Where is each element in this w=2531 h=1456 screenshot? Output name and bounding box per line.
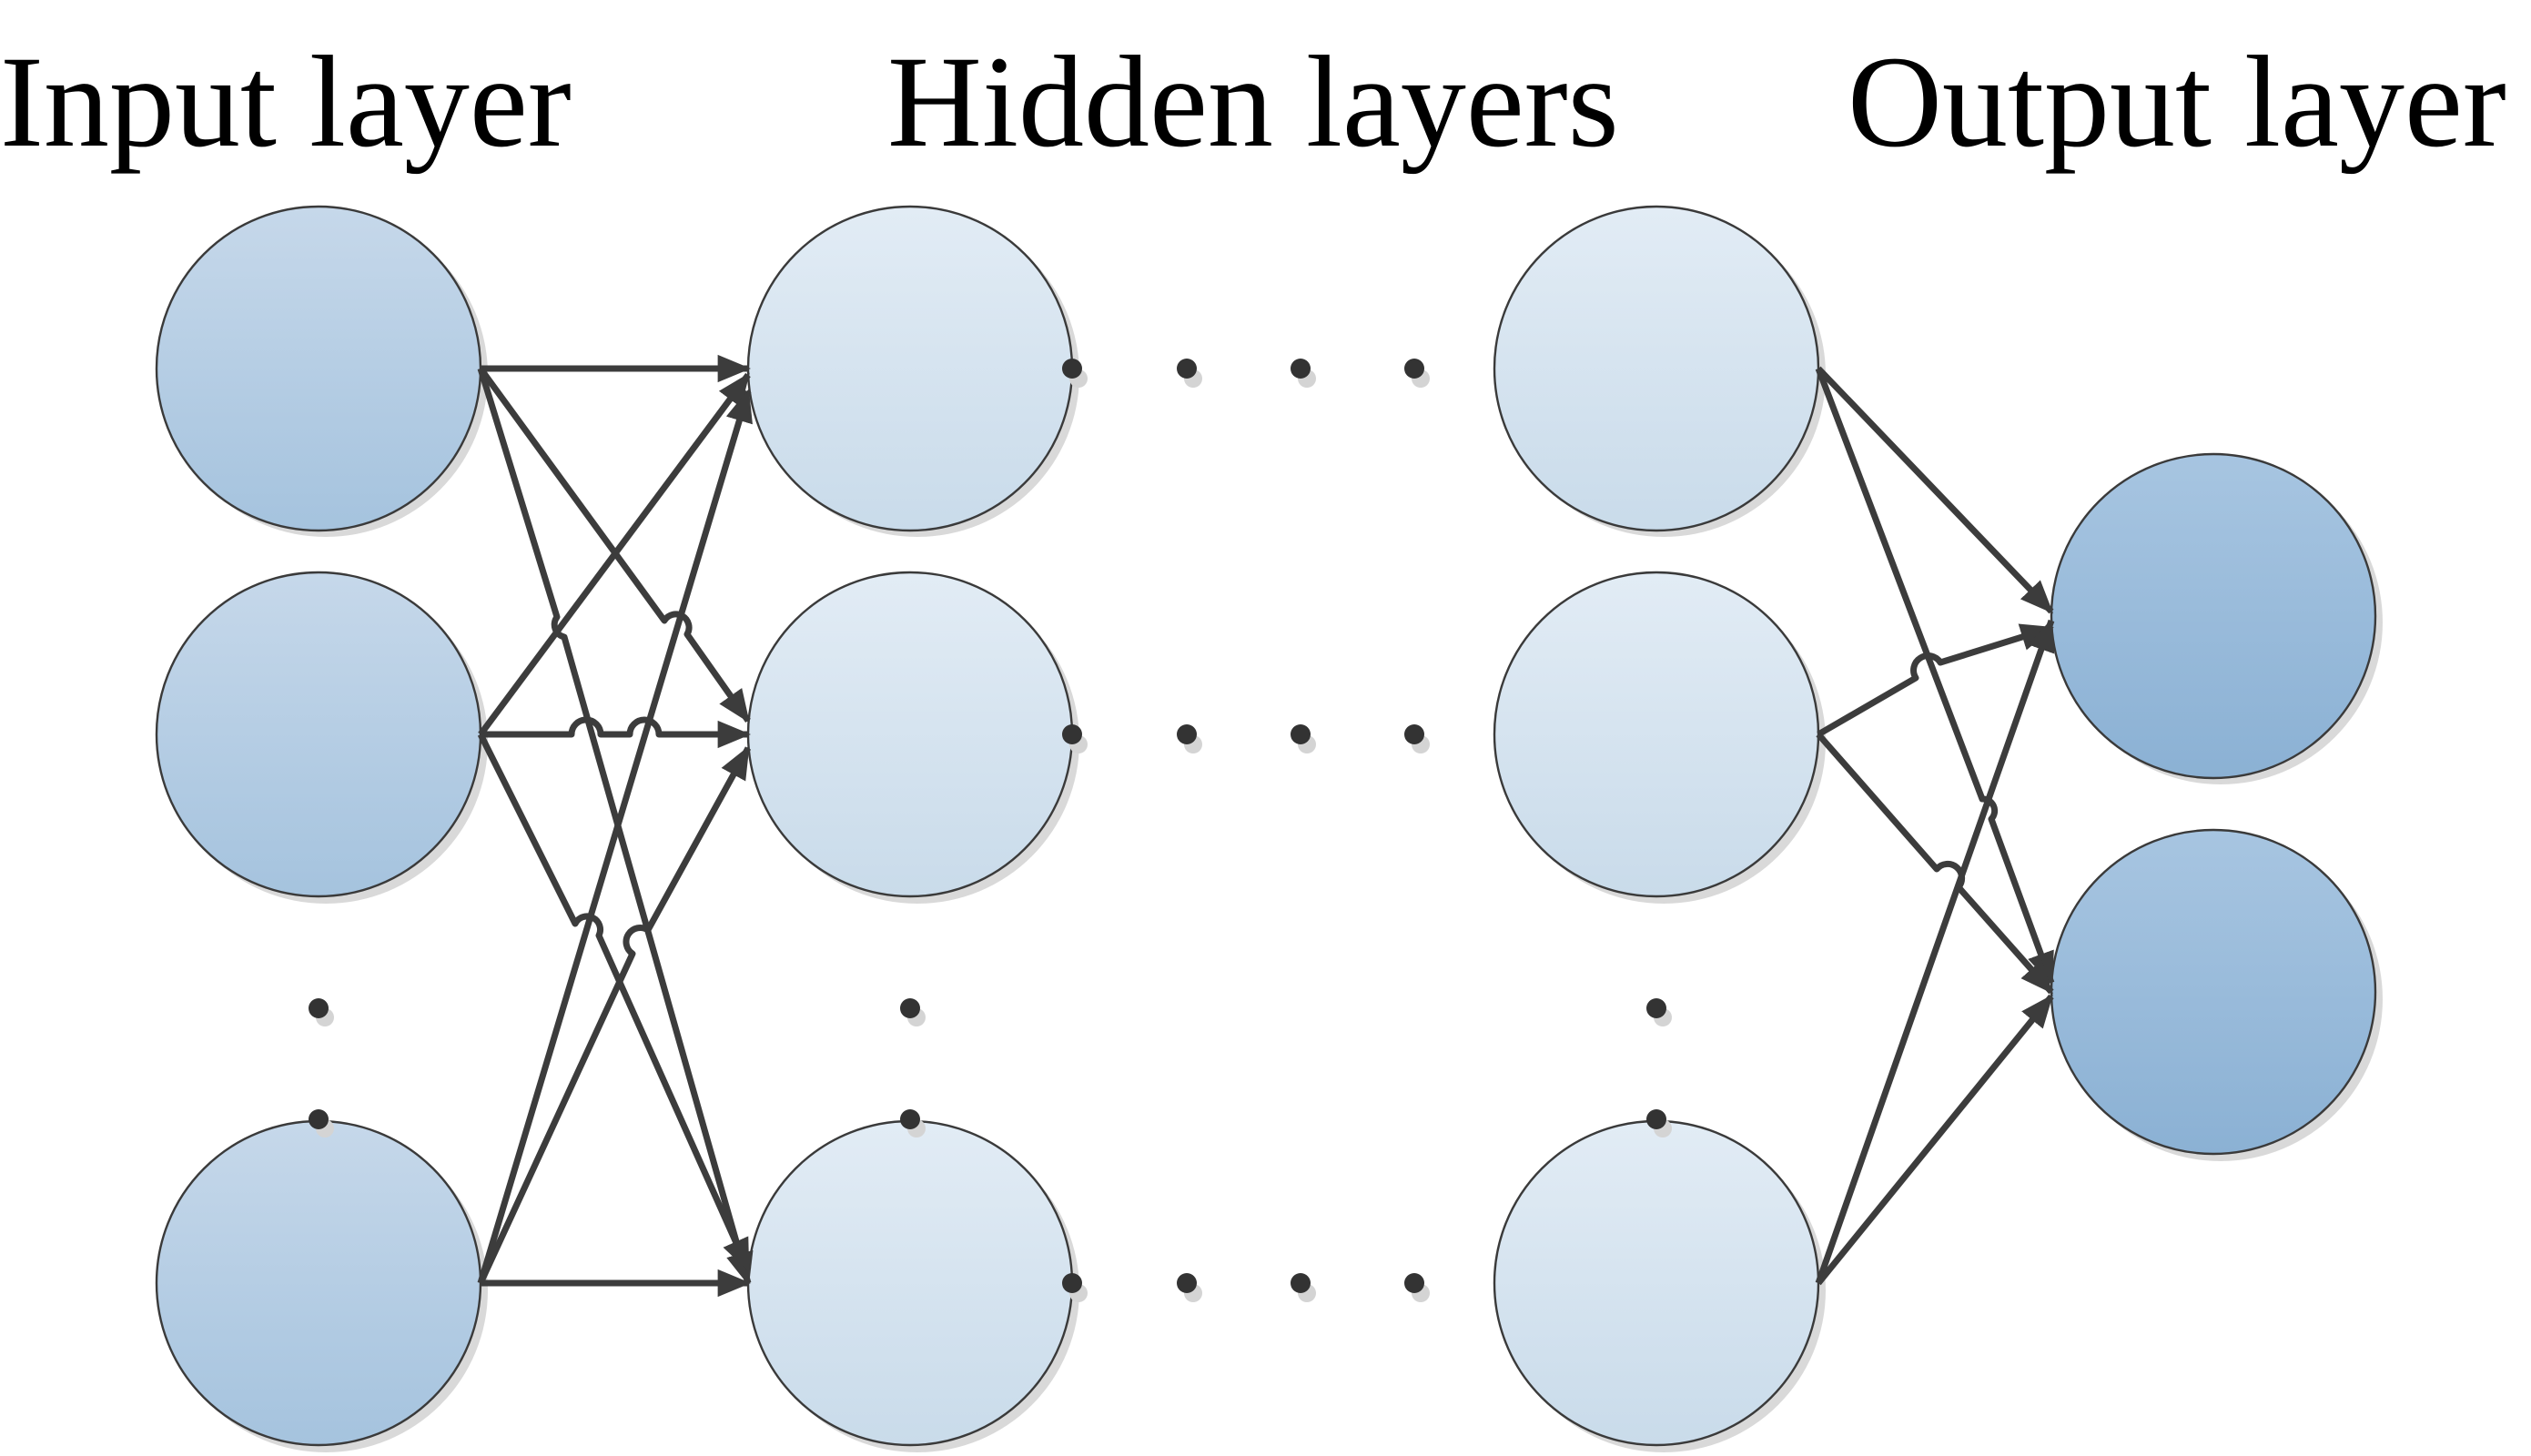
input-layer [155,205,482,1447]
input-to-hidden-edges [477,354,754,1298]
hidden-first-node-n [746,1119,1074,1447]
hidden-to-output-edges [1815,366,2055,1286]
input-node-1 [155,205,482,532]
edge-hn-o2 [1816,994,2054,1286]
output-node-2 [2050,828,2377,1156]
edge-i2-h2 [481,716,752,749]
hidden-last-node-1 [1493,205,1820,532]
input-layer-title: Input layer [0,30,572,175]
hidden-first-node-2 [746,571,1074,898]
edge-hn-o1 [1815,618,2055,1285]
hidden-layers [746,205,1820,1447]
ellipsis-dots [309,359,1672,1302]
edge-h1-o1 [1816,366,2054,614]
hidden-layers-title: Hidden layers [887,30,1619,175]
edge-h2-o1 [1817,623,2054,738]
edge-in-h2 [477,745,752,1285]
hidden-first-node-1 [746,205,1074,532]
hidden-last-node-n [1493,1119,1820,1447]
input-node-n [155,1119,482,1447]
edge-in-h1 [477,389,753,1285]
output-layer-title: Output layer [1848,30,2506,175]
edge-i1-h2 [478,366,751,723]
output-layer [2050,452,2377,1156]
output-node-1 [2050,452,2377,780]
node-shadows [164,213,2383,1452]
input-node-2 [155,571,482,898]
hidden-last-node-2 [1493,571,1820,898]
edge-h1-o2 [1815,367,2055,986]
edge-i2-h1 [478,372,751,737]
